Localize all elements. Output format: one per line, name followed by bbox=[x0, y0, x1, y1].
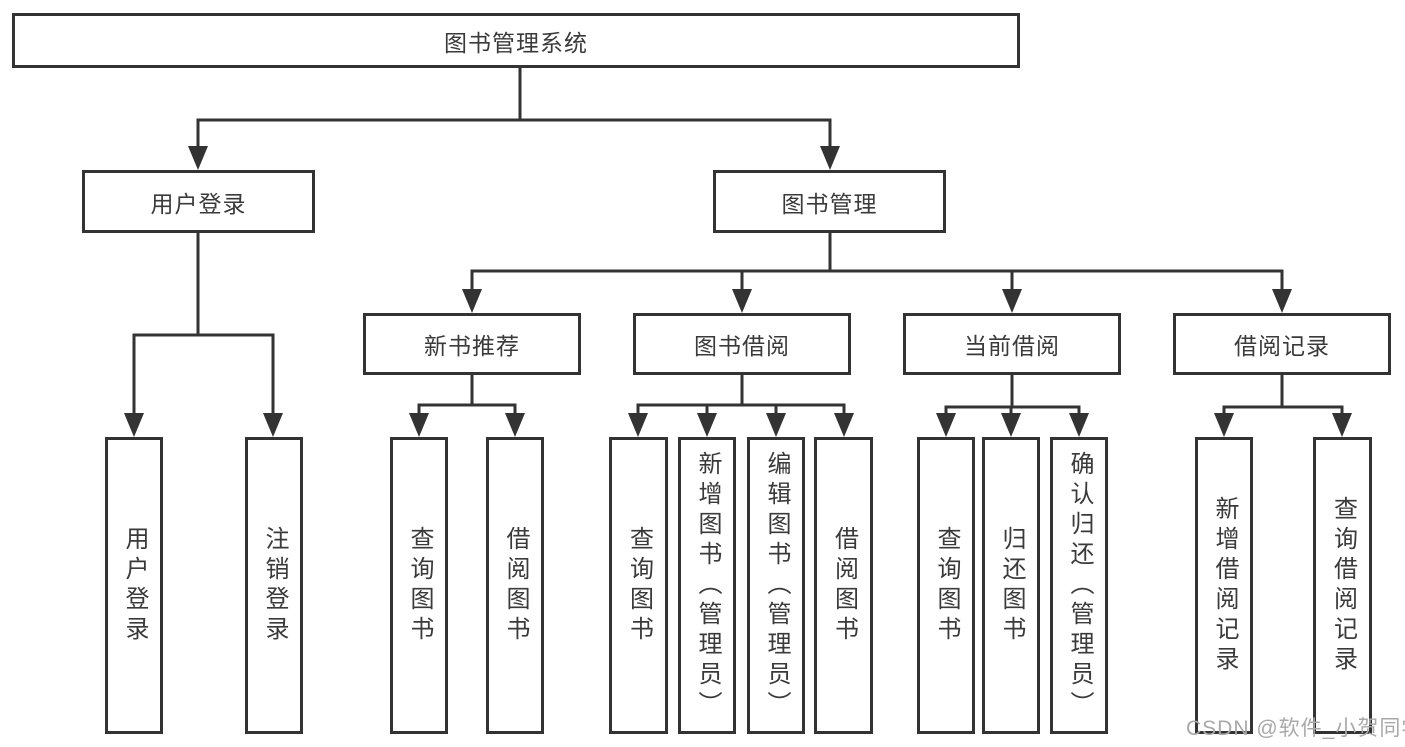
node-label: 查询图书 bbox=[406, 525, 433, 646]
node-label: 当前借阅 bbox=[964, 333, 1060, 359]
node-current-borrow: 当前借阅 bbox=[903, 313, 1121, 375]
leaf-query-borrow-record: 查询借阅记录 bbox=[1313, 437, 1372, 734]
node-label: 用户登录 bbox=[150, 190, 247, 217]
leaf-edit-books-admin: 编辑图书（管理员） bbox=[747, 437, 805, 734]
leaf-add-borrow-record: 新增借阅记录 bbox=[1195, 437, 1253, 734]
leaf-user-login: 用户登录 bbox=[105, 437, 163, 734]
leaf-confirm-return-admin: 确认归还（管理员） bbox=[1050, 437, 1108, 734]
node-borrow-records: 借阅记录 bbox=[1173, 313, 1391, 375]
node-library-system: 图书管理系统 bbox=[12, 13, 1020, 68]
node-label: 新增图书（管理员） bbox=[694, 450, 721, 721]
leaf-query-books-recommend: 查询图书 bbox=[390, 437, 448, 734]
node-user-login: 用户登录 bbox=[82, 170, 315, 233]
leaf-return-books: 归还图书 bbox=[982, 437, 1040, 734]
leaf-query-books-borrow: 查询图书 bbox=[609, 437, 668, 734]
leaf-borrow-books-recommend: 借阅图书 bbox=[486, 437, 544, 734]
node-label: 归还图书 bbox=[998, 525, 1025, 646]
node-label: 查询图书 bbox=[625, 525, 653, 646]
leaf-borrow-books: 借阅图书 bbox=[814, 437, 873, 734]
node-label: 借阅图书 bbox=[830, 525, 858, 646]
node-label: 确认归还（管理员） bbox=[1066, 450, 1093, 721]
node-label: 编辑图书（管理员） bbox=[763, 450, 790, 721]
node-label: 图书借阅 bbox=[694, 333, 790, 359]
node-label: 用户登录 bbox=[121, 525, 148, 646]
leaf-query-books-current: 查询图书 bbox=[917, 437, 975, 734]
node-book-management: 图书管理 bbox=[713, 170, 946, 233]
csdn-watermark: CSDN @软件_小贺同学 bbox=[1186, 717, 1405, 740]
leaf-logout: 注销登录 bbox=[245, 437, 303, 734]
node-label: 新增借阅记录 bbox=[1211, 495, 1238, 676]
node-label: 查询图书 bbox=[933, 525, 960, 646]
node-label: 图书管理 bbox=[781, 190, 878, 217]
leaf-add-books-admin: 新增图书（管理员） bbox=[678, 437, 736, 734]
node-new-book-recommend: 新书推荐 bbox=[363, 313, 581, 375]
node-label: 借阅图书 bbox=[502, 525, 529, 646]
node-book-borrow: 图书借阅 bbox=[633, 313, 851, 375]
node-label: 新书推荐 bbox=[424, 333, 520, 359]
node-label: 查询借阅记录 bbox=[1329, 495, 1357, 676]
node-label: 借阅记录 bbox=[1234, 333, 1330, 359]
node-label: 图书管理系统 bbox=[444, 29, 588, 56]
node-label: 注销登录 bbox=[261, 525, 288, 646]
